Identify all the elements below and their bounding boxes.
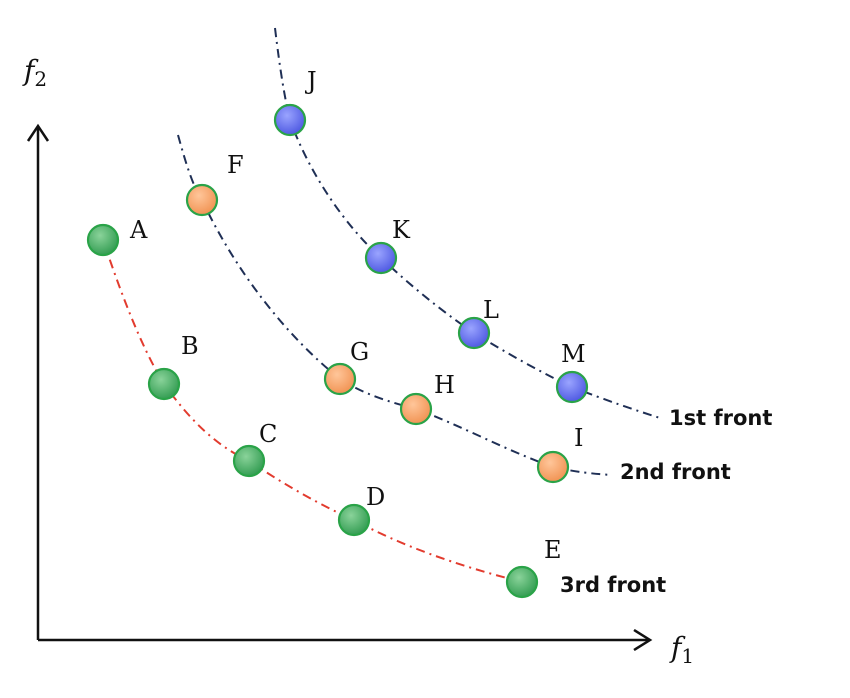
- solution-points: [86, 103, 589, 599]
- label-D: D: [366, 483, 385, 511]
- label-F: F: [227, 151, 244, 179]
- label-I: I: [574, 424, 583, 452]
- point-I: [536, 450, 570, 484]
- point-M: [555, 370, 589, 404]
- front1-label: 1st front: [669, 406, 772, 430]
- front3-label: 3rd front: [560, 573, 666, 597]
- point-B: [147, 367, 181, 401]
- front2-label: 2nd front: [620, 460, 731, 484]
- front1-curve: [274, 27, 661, 419]
- label-K: K: [392, 216, 411, 244]
- x-axis-label: f1: [669, 631, 694, 668]
- label-J: J: [304, 67, 317, 95]
- point-labels: A B C D E F G H I J K L M: [129, 67, 586, 564]
- point-H: [399, 392, 433, 426]
- y-axis-arrowhead: [26, 123, 50, 142]
- y-axis-label: f2: [22, 54, 47, 91]
- label-E: E: [544, 536, 562, 564]
- label-L: L: [483, 296, 499, 324]
- x-axis-arrowhead: [633, 628, 653, 652]
- label-B: B: [181, 332, 199, 360]
- point-E: [505, 565, 539, 599]
- point-K: [364, 241, 398, 275]
- point-F: [185, 183, 219, 217]
- label-A: A: [129, 216, 148, 244]
- label-C: C: [259, 420, 277, 448]
- axes: f2 f1: [22, 54, 694, 668]
- point-D: [337, 503, 371, 537]
- front3-curve: [102, 239, 523, 583]
- point-A: [86, 223, 120, 257]
- point-L: [457, 316, 491, 350]
- point-J: [273, 103, 307, 137]
- point-G: [323, 362, 357, 396]
- point-C: [232, 444, 266, 478]
- label-H: H: [434, 371, 455, 399]
- front-labels: 1st front 2nd front 3rd front: [560, 406, 772, 597]
- label-M: M: [561, 340, 586, 368]
- front2-curve: [177, 134, 613, 476]
- label-G: G: [350, 338, 369, 366]
